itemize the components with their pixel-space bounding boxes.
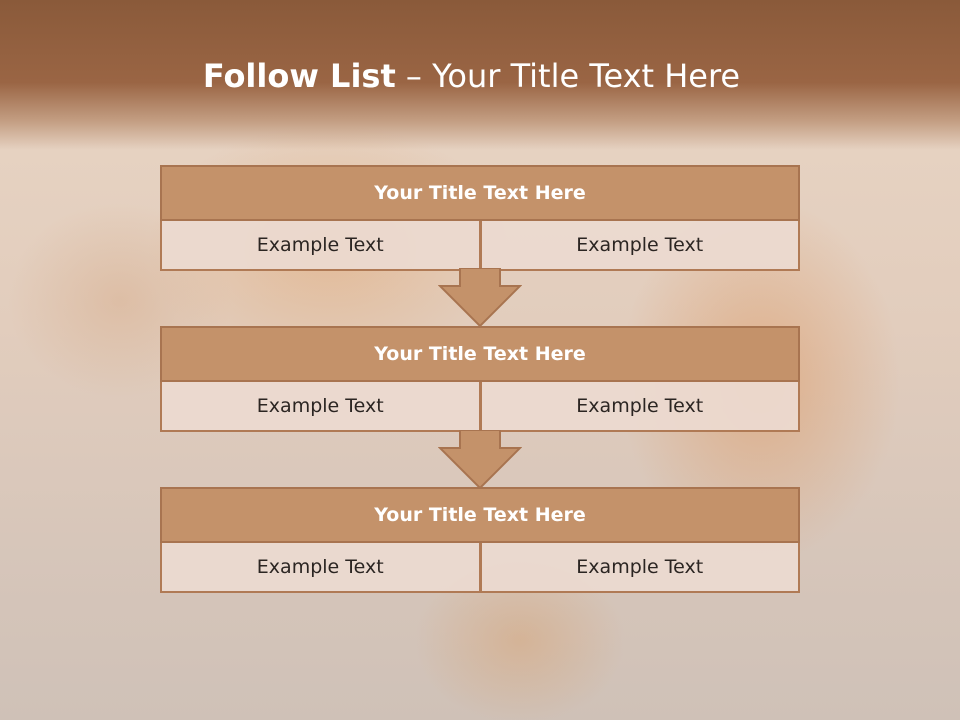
step-row: Example Text Example Text bbox=[160, 382, 800, 432]
step-row: Example Text Example Text bbox=[160, 543, 800, 593]
step-cell-left: Example Text bbox=[160, 543, 481, 593]
step-cell-right: Example Text bbox=[480, 382, 800, 432]
step-cell-right: Example Text bbox=[480, 543, 800, 593]
step-title: Your Title Text Here bbox=[160, 326, 800, 382]
step-block-3: Your Title Text Here Example Text Exampl… bbox=[160, 487, 800, 593]
title-rest: – Your Title Text Here bbox=[395, 57, 741, 95]
step-title: Your Title Text Here bbox=[160, 487, 800, 543]
step-cell-left: Example Text bbox=[160, 382, 481, 432]
title-bold: Follow List bbox=[202, 57, 396, 95]
step-title: Your Title Text Here bbox=[160, 165, 800, 221]
down-arrow-icon bbox=[438, 430, 522, 490]
header-bar bbox=[0, 0, 960, 150]
slide-title: Follow List – Your Title Text Here bbox=[0, 52, 943, 100]
step-row: Example Text Example Text bbox=[160, 221, 800, 271]
step-cell-left: Example Text bbox=[160, 221, 481, 271]
step-block-2: Your Title Text Here Example Text Exampl… bbox=[160, 326, 800, 432]
step-cell-right: Example Text bbox=[480, 221, 800, 271]
down-arrow-icon bbox=[438, 268, 522, 328]
step-block-1: Your Title Text Here Example Text Exampl… bbox=[160, 165, 800, 271]
